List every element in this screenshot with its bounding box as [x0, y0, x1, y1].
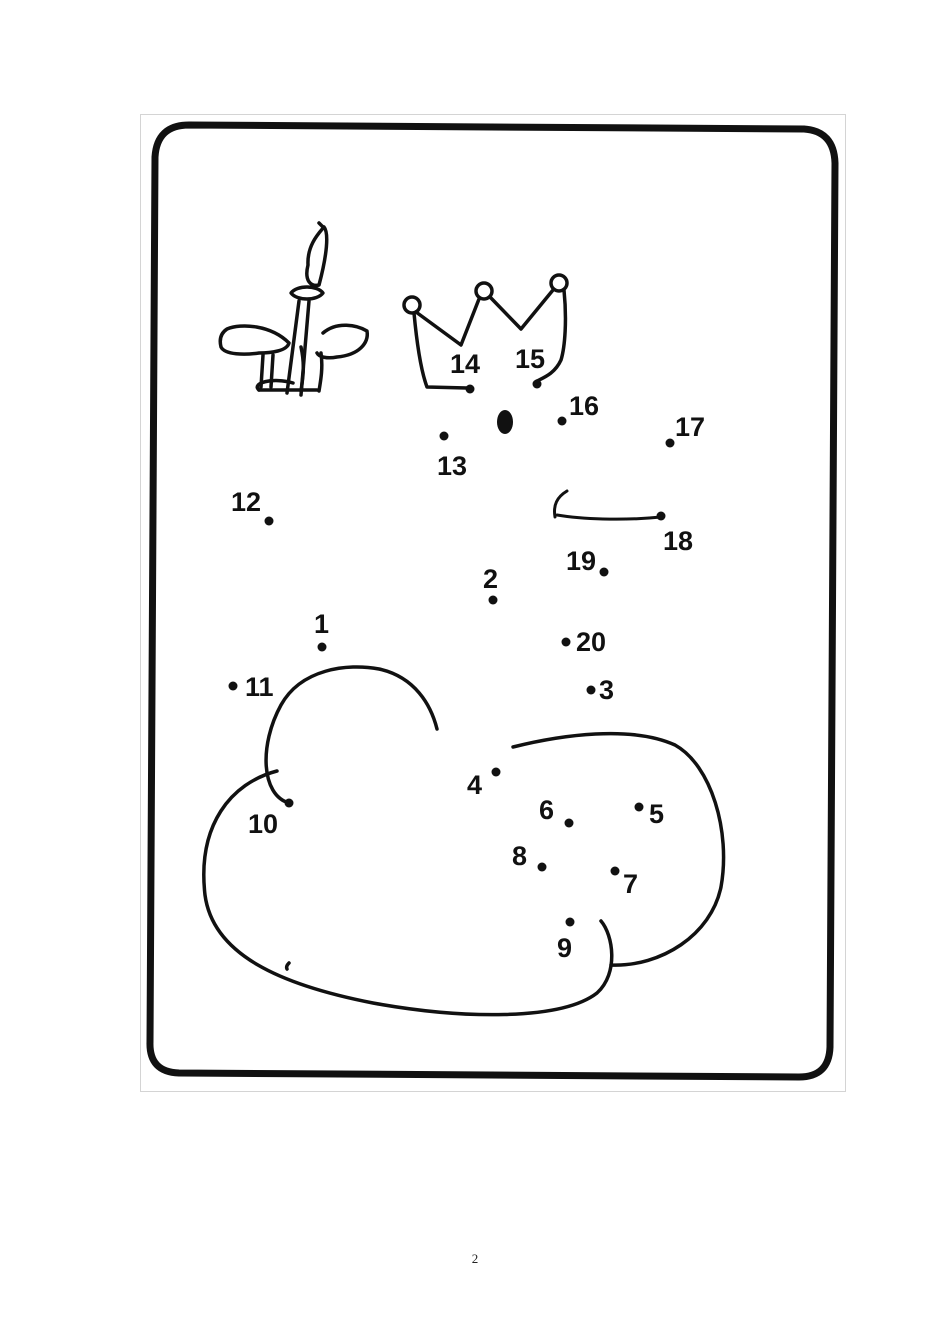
dot-label-7: 7	[623, 869, 638, 899]
dot-15	[532, 379, 542, 389]
dot-12	[264, 516, 274, 526]
dot-20	[561, 637, 571, 647]
dot-label-19: 19	[566, 546, 596, 576]
dot-label-13: 13	[437, 451, 467, 481]
dot-18	[656, 511, 666, 521]
dot-label-12: 12	[231, 487, 261, 517]
dot-label-14: 14	[450, 349, 480, 379]
dot-14	[465, 384, 475, 394]
dot-16	[557, 416, 567, 426]
dot-5	[634, 802, 644, 812]
dot-label-15: 15	[515, 344, 545, 374]
dot-17	[665, 438, 675, 448]
dot-2	[488, 595, 498, 605]
dot-19	[599, 567, 609, 577]
dot-label-16: 16	[569, 391, 599, 421]
dot-7	[610, 866, 620, 876]
dot-label-20: 20	[576, 627, 606, 657]
dot-label-18: 18	[663, 526, 693, 556]
dot-label-17: 17	[675, 412, 705, 442]
dot-label-10: 10	[248, 809, 278, 839]
dot-6	[564, 818, 574, 828]
mouth-curve	[553, 489, 663, 521]
cattail-plant-drawing	[218, 221, 369, 397]
dot-9	[565, 917, 575, 927]
dot-8	[537, 862, 547, 872]
dot-11	[228, 681, 238, 691]
frame-border	[146, 121, 839, 1081]
dot-1	[317, 642, 327, 652]
dot-label-6: 6	[539, 795, 554, 825]
dot-label-2: 2	[483, 564, 498, 594]
dot-label-5: 5	[649, 799, 664, 829]
dot-label-4: 4	[467, 770, 482, 800]
dot-label-8: 8	[512, 841, 527, 871]
dot-label-3: 3	[599, 675, 614, 705]
page-number: 2	[471, 1251, 479, 1266]
dot-label-9: 9	[557, 933, 572, 963]
dot-10	[284, 798, 294, 808]
dot-label-11: 11	[245, 672, 274, 702]
dot-13	[439, 431, 449, 441]
dot-label-1: 1	[314, 609, 329, 639]
dot-3	[586, 685, 596, 695]
lily-pad-drawing	[202, 665, 726, 1017]
eye-mark	[497, 410, 513, 434]
dot-4	[491, 767, 501, 777]
crown-drawing	[402, 273, 569, 390]
